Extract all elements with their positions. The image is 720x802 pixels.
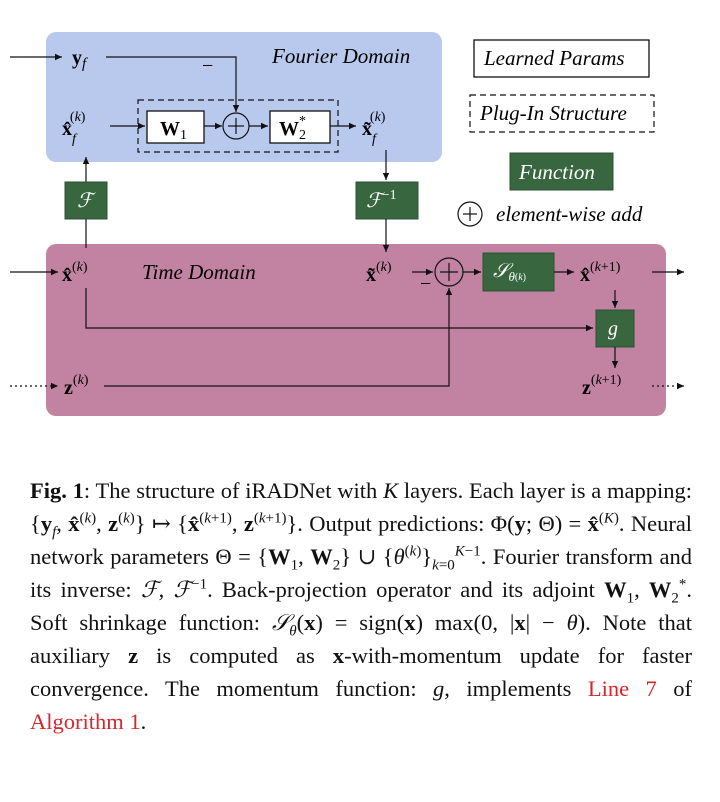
fourier-domain-region — [46, 32, 442, 162]
minus-sign-fourier: − — [202, 55, 213, 77]
label-z-k-plus-1: z(k+1) — [582, 373, 622, 399]
time-domain-region — [46, 244, 666, 416]
minus-sign-time: − — [420, 273, 431, 295]
label-xhat-f-k: x̂f(k) — [62, 110, 86, 147]
inverse-fourier-transform-label: ℱ−1 — [366, 188, 397, 212]
w1-label: W1 — [160, 118, 187, 143]
soft-shrinkage-box — [482, 252, 555, 292]
label-xtilde-f-k: x̃f(k) — [362, 110, 386, 147]
algorithm-1-link[interactable]: Algorithm 1 — [30, 709, 141, 734]
caption-fig-label: Fig. 1 — [30, 478, 84, 503]
line-7-link[interactable]: Line 7 — [587, 676, 657, 701]
label-xhat-k: x̂(k) — [62, 260, 88, 286]
w2-adjoint-label: W*2 — [279, 114, 306, 143]
time-domain-label: Time Domain — [142, 260, 256, 284]
caption-paragraph: Fig. 1: The structure of iRADNet with K … — [30, 478, 693, 734]
inverse-fourier-transform-box — [355, 181, 419, 220]
legend-add-icon — [457, 201, 483, 227]
fourier-transform-box — [64, 181, 108, 220]
legend-function-box — [509, 152, 614, 191]
momentum-function-label: g — [608, 318, 618, 340]
w2-adjoint-box — [269, 110, 331, 144]
label-xtilde-k: x̃(k) — [366, 260, 392, 286]
label-xhat-k-plus-1: x̂(k+1) — [580, 260, 621, 286]
momentum-function-box — [595, 309, 635, 348]
legend-plugin-structure-label: Plug-In Structure — [479, 101, 627, 125]
fourier-transform-label: ℱ — [77, 190, 96, 212]
legend-plugin-structure-box — [469, 94, 655, 133]
w1-box — [146, 110, 205, 144]
legend-add-label: element-wise add — [496, 202, 643, 226]
legend-learned-params-label: Learned Params — [483, 46, 625, 70]
iradnet-structure-diagram: Fourier Domain Time Domain Learned Param… — [10, 32, 684, 416]
figure-caption: Fig. 1: The structure of iRADNet with K … — [30, 474, 692, 738]
label-z-k: z(k) — [64, 373, 89, 399]
legend-learned-params-box — [473, 39, 650, 78]
legend-function-label: Function — [518, 160, 595, 184]
fourier-domain-label: Fourier Domain — [271, 44, 410, 68]
